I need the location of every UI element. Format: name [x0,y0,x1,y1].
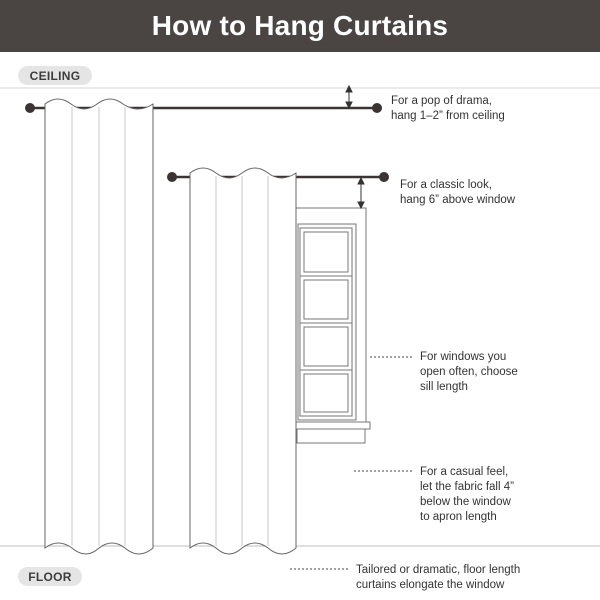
rod-finial [379,172,389,182]
note-sill-length: For windows you open often, choose sill … [420,351,518,393]
upper-curtain [44,98,154,555]
rod-finial [372,103,382,113]
ceiling-label: CEILING [18,66,92,85]
upper-curtain-rod [25,103,382,113]
window-pane [303,279,349,320]
window-sill [291,421,371,430]
note-floor-length: Tailored or dramatic, floor length curta… [356,564,521,591]
window [291,207,371,444]
window-apron [296,428,366,444]
window-pane [303,231,349,273]
note-ceiling-height: For a pop of drama, hang 1–2” from ceili… [391,95,505,122]
rod-finial [25,103,35,113]
title-bar: How to Hang Curtains [0,0,600,52]
leader-lines [290,356,413,570]
ceiling-gap-arrow [345,84,353,110]
window-pane [303,326,349,367]
rod-finial [167,172,177,182]
note-apron-length: For a casual feel, let the fabric fall 4… [420,466,514,523]
window-pane [303,373,349,413]
window-gap-arrow [357,176,365,210]
page-title: How to Hang Curtains [151,10,449,41]
note-classic-height: For a classic look, hang 6” above window [400,179,516,206]
floor-label: FLOOR [18,567,82,586]
lower-curtain [189,167,297,555]
